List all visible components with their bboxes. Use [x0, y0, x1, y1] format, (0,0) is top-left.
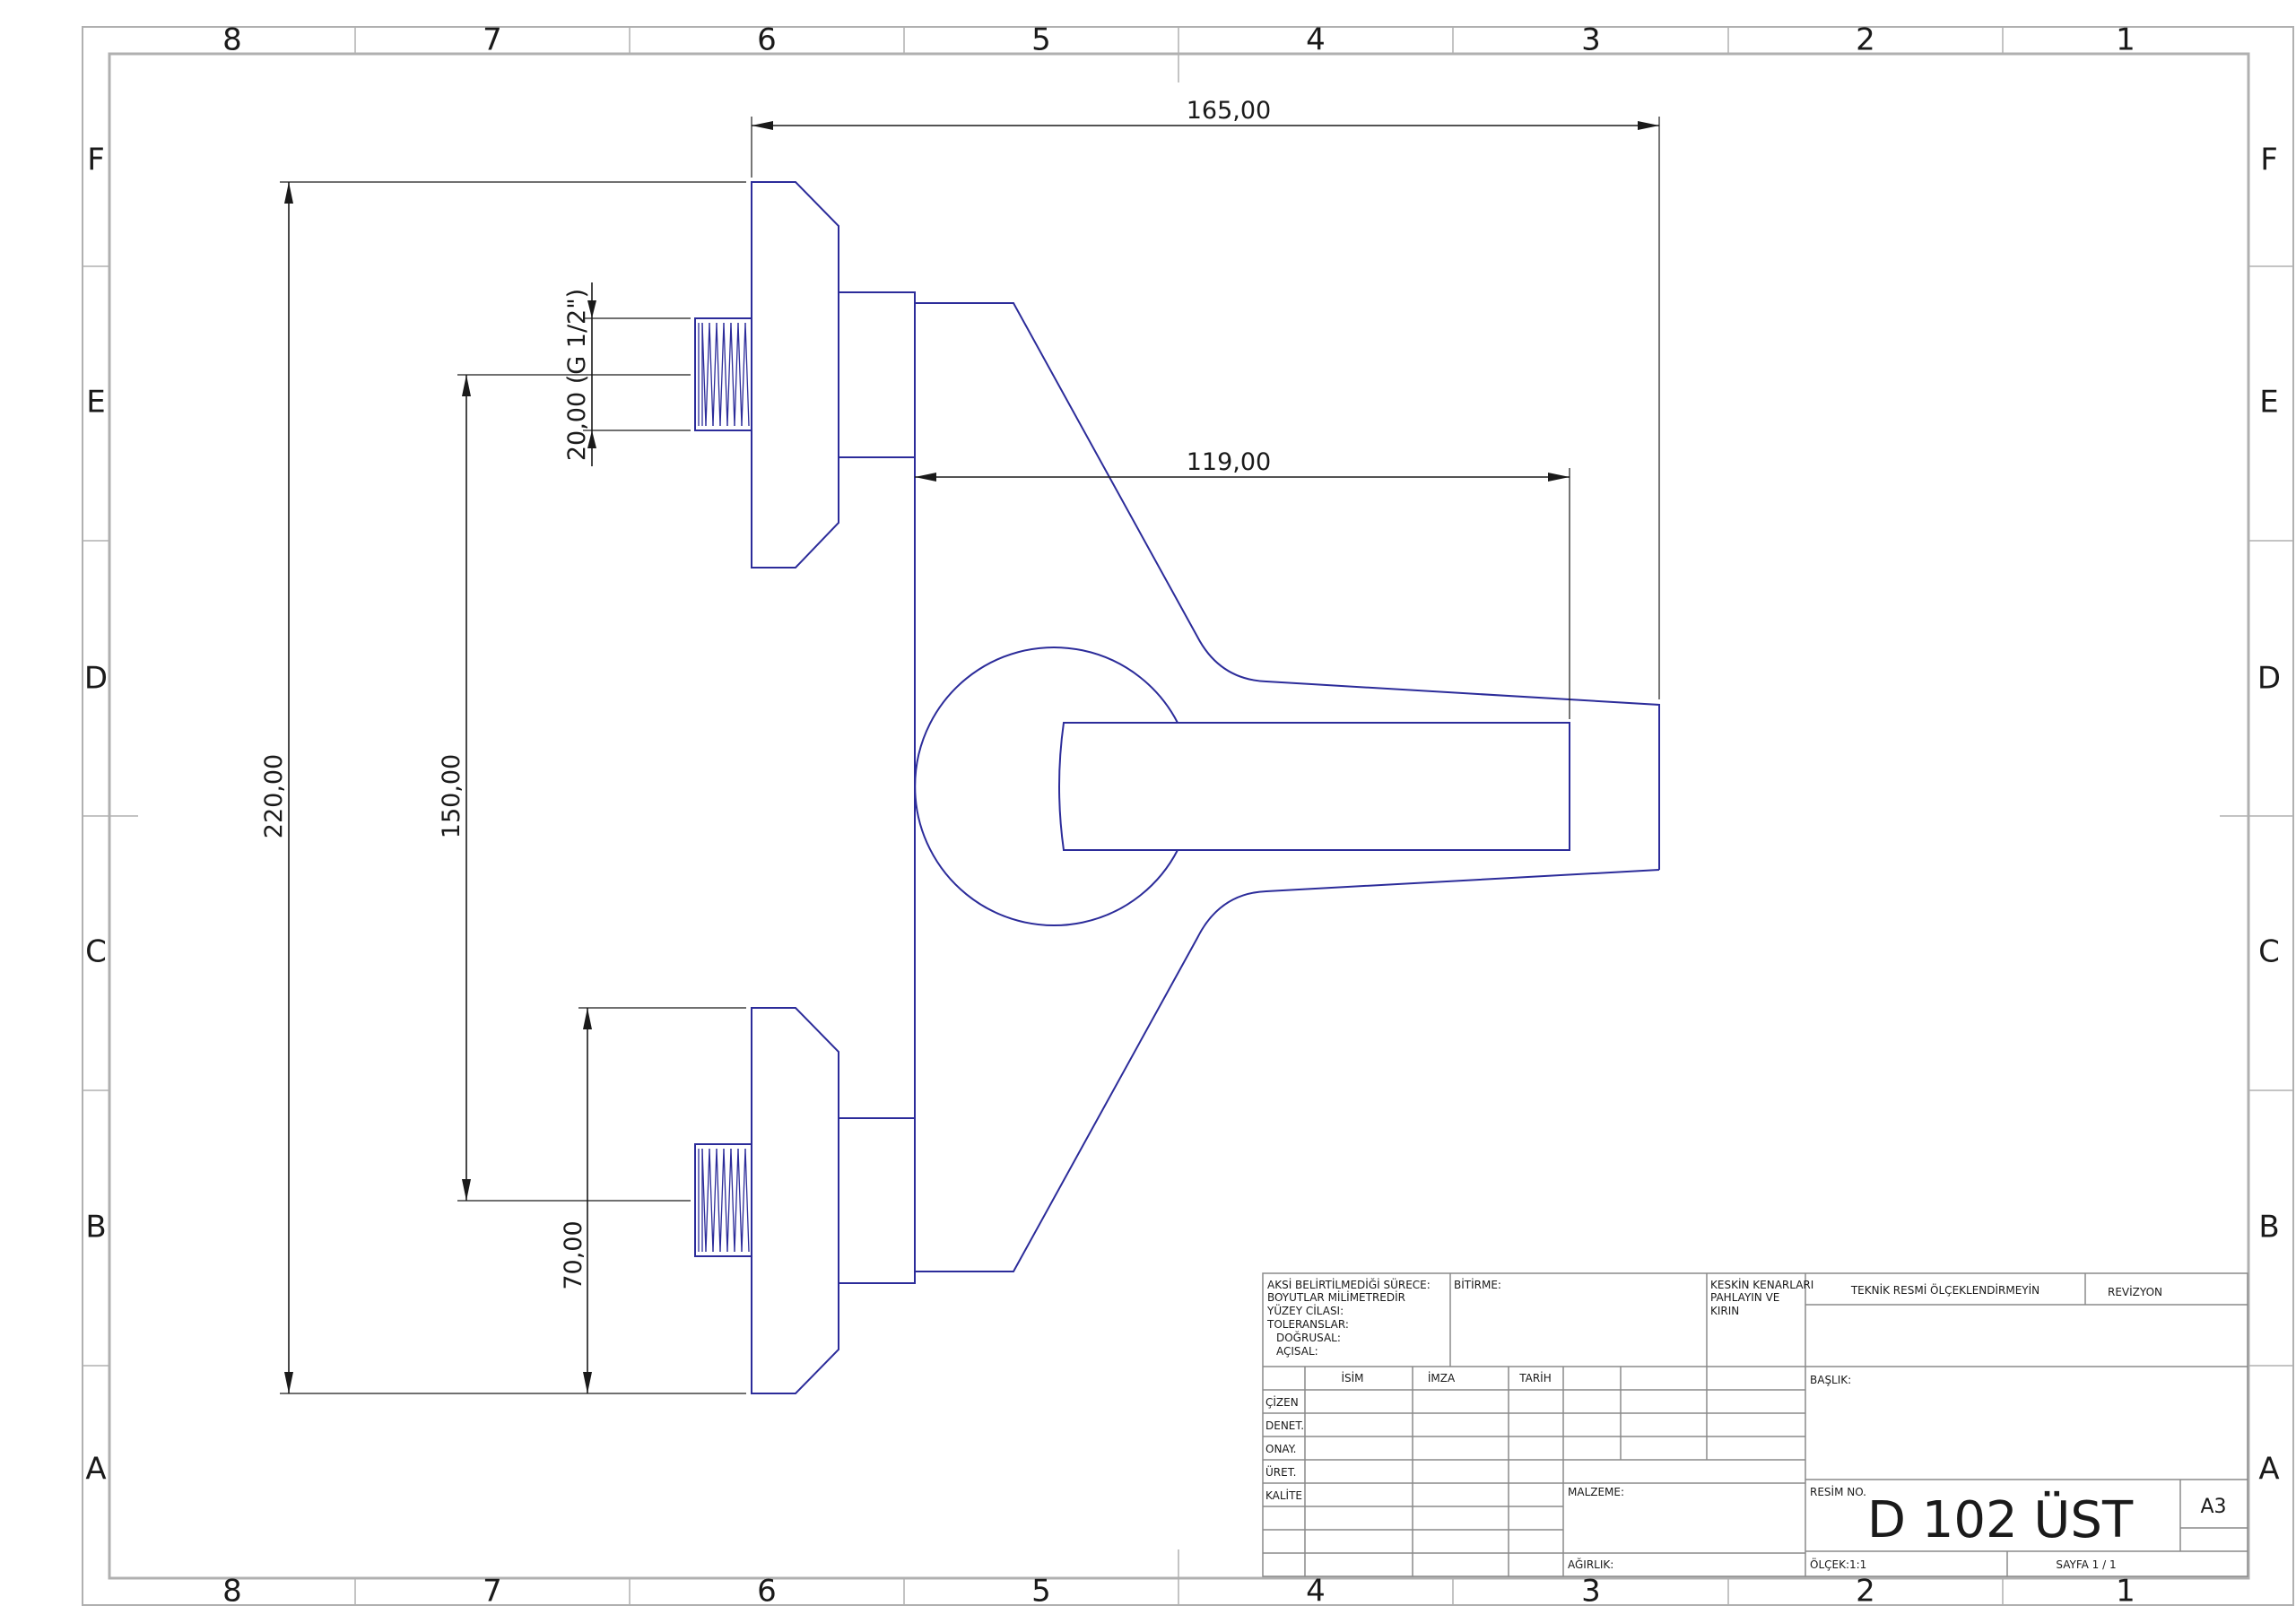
dimensions: 165,00 119,00 220,00 150,00	[260, 97, 1660, 1394]
zone-col-4-top: 4	[1306, 22, 1326, 58]
tb-notes-line-1: AKSİ BELİRTİLMEDİĞİ SÜRECE:	[1267, 1277, 1431, 1291]
cartridge-circle	[914, 647, 1178, 926]
tb-notes-line-4: TOLERANSLAR:	[1266, 1318, 1349, 1331]
tb-sheet-label: SAYFA 1 / 1	[2056, 1558, 2116, 1571]
zone-row-b-right: B	[2258, 1210, 2279, 1245]
upper-flange	[751, 181, 839, 568]
zone-col-6-bottom: 6	[757, 1574, 777, 1610]
zone-col-2-bottom: 2	[1856, 1574, 1875, 1610]
upper-thread	[694, 317, 752, 431]
tb-drawing-no-label: RESİM NO.	[1810, 1485, 1866, 1498]
tb-notes-line-3: YÜZEY CİLASI:	[1266, 1303, 1344, 1317]
zone-col-1-bottom: 1	[2116, 1574, 2135, 1610]
tb-title-label: BAŞLIK:	[1810, 1374, 1851, 1386]
body-upper-arm	[915, 302, 1660, 870]
zone-row-c-left: C	[85, 934, 107, 970]
tb-col-name: İSİM	[1341, 1371, 1363, 1384]
title-block: AKSİ BELİRTİLMEDİĞİ SÜRECE: BOYUTLAR MİL…	[1262, 1272, 2248, 1577]
tb-row-drawn: ÇİZEN	[1265, 1395, 1299, 1409]
tb-no-scale-note: TEKNİK RESMİ ÖLÇEKLENDİRMEYİN	[1850, 1282, 2039, 1297]
zone-row-b-left: B	[85, 1210, 106, 1245]
dimension-thread-size-label: 20,00 (G 1/2")	[563, 289, 591, 461]
dimension-handle-reach: 119,00	[915, 448, 1570, 719]
tb-weight-label: AĞIRLIK:	[1568, 1558, 1613, 1571]
tb-material-label: MALZEME:	[1568, 1486, 1624, 1498]
lower-flange	[751, 1007, 839, 1394]
zone-row-d-right: D	[2257, 661, 2281, 697]
tb-row-approved: ONAY.	[1265, 1443, 1296, 1455]
dimension-lower-offset: 70,00	[560, 1007, 746, 1393]
zone-row-c-right: C	[2258, 934, 2280, 970]
zone-row-f-left: F	[87, 143, 105, 178]
tb-drawing-number: D 102 ÜST	[1867, 1491, 2134, 1549]
zone-row-a-left: A	[85, 1452, 106, 1488]
tb-row-checked: DENET.	[1265, 1419, 1304, 1432]
tb-scale-label: ÖLÇEK:1:1	[1810, 1557, 1866, 1571]
dimension-thread-size: 20,00 (G 1/2")	[563, 282, 691, 466]
tb-row-manufacturing: ÜRET.	[1265, 1464, 1296, 1479]
zone-col-3-top: 3	[1581, 22, 1601, 58]
zone-row-e-left: E	[86, 385, 105, 421]
tb-revision-label: REVİZYON	[2108, 1285, 2162, 1298]
tb-notes-line-2: BOYUTLAR MİLİMETREDİR	[1267, 1290, 1405, 1304]
dimension-overall-height: 220,00	[260, 181, 746, 1394]
zone-col-3-bottom: 3	[1581, 1574, 1601, 1610]
zone-col-8-top: 8	[222, 22, 242, 58]
upper-coupling	[839, 291, 916, 458]
zone-row-a-right: A	[2258, 1452, 2279, 1488]
zone-col-4-bottom: 4	[1306, 1574, 1326, 1610]
zone-col-7-top: 7	[483, 22, 502, 58]
dimension-lower-offset-label: 70,00	[560, 1220, 587, 1289]
zone-labels: 8 7 6 5 4 3 2 1 8 7 6 5 4 3 2 1 F E D C …	[84, 22, 2281, 1610]
zone-col-7-bottom: 7	[483, 1574, 502, 1610]
tb-edges-line-3: KIRIN	[1710, 1305, 1739, 1317]
sheet-border	[82, 26, 2294, 1606]
tb-notes-line-5: DOĞRUSAL:	[1276, 1331, 1341, 1344]
zone-col-6-top: 6	[757, 22, 777, 58]
dimension-inlet-spacing-label: 150,00	[438, 754, 465, 838]
zone-col-2-top: 2	[1856, 22, 1875, 58]
tb-notes-line-6: AÇISAL:	[1276, 1345, 1318, 1358]
tb-edges-line-1: KESKİN KENARLARI	[1710, 1278, 1813, 1291]
tb-edges-line-2: PAHLAYIN VE	[1710, 1291, 1779, 1304]
tb-finish-label: BİTİRME:	[1454, 1278, 1501, 1291]
dimension-overall-width: 165,00	[751, 97, 1660, 699]
tb-paper-size: A3	[2200, 1496, 2226, 1518]
tb-col-signature: İMZA	[1428, 1371, 1456, 1384]
tb-row-quality: KALİTE	[1265, 1488, 1302, 1502]
body-lower-arm	[915, 869, 1660, 1272]
zone-row-d-left: D	[84, 661, 108, 697]
lower-coupling	[839, 1117, 916, 1284]
zone-row-e-right: E	[2259, 385, 2278, 421]
mixer-part	[694, 181, 1660, 1394]
zone-col-8-bottom: 8	[222, 1574, 242, 1610]
dimension-handle-reach-label: 119,00	[1187, 448, 1271, 476]
zone-row-f-right: F	[2260, 143, 2278, 178]
lever-handle	[1058, 722, 1570, 851]
dimension-overall-width-label: 165,00	[1187, 97, 1271, 125]
dimension-overall-height-label: 220,00	[260, 754, 288, 838]
lower-thread	[694, 1143, 752, 1257]
dimension-inlet-spacing: 150,00	[438, 374, 691, 1202]
zone-col-1-top: 1	[2116, 22, 2135, 58]
zone-col-5-bottom: 5	[1031, 1574, 1051, 1610]
zone-col-5-top: 5	[1031, 22, 1051, 58]
tb-col-date: TARİH	[1518, 1371, 1552, 1384]
